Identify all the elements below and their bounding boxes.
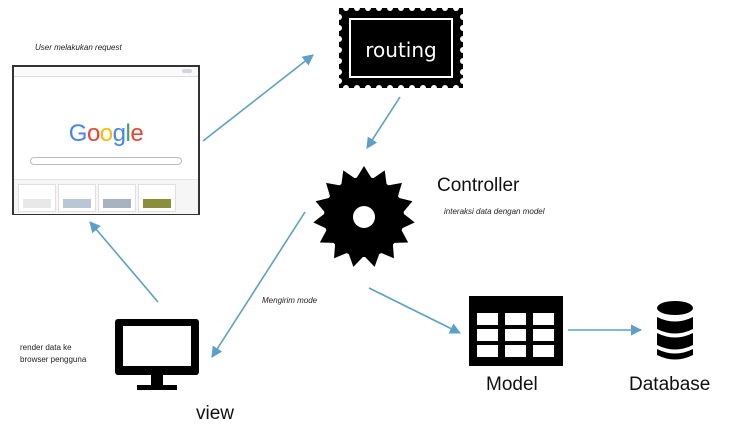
logo-letter: o [86, 120, 100, 147]
arrow-controller-to-view [211, 211, 306, 358]
render-note-line2: browser pengguna [20, 355, 87, 364]
arrow-controller-to-model [368, 287, 462, 334]
table-icon [469, 296, 563, 366]
arrow-routing-to-controller [366, 96, 401, 149]
gear-icon [313, 166, 415, 267]
logo-letter: G [68, 120, 88, 147]
monitor-icon [115, 319, 199, 390]
account-icon [182, 69, 192, 73]
logo-letter: o [99, 120, 113, 147]
logo-letter: l [125, 120, 131, 147]
thumbnail [18, 184, 56, 212]
database-label: Database [629, 374, 711, 395]
thumbnail [138, 184, 176, 212]
arrow-browser-to-routing [202, 54, 314, 142]
view-label: view [196, 403, 235, 424]
google-logo: Google [14, 120, 198, 148]
thumbnail [58, 184, 96, 212]
routing-node: routing [336, 5, 466, 91]
controller-note: interaksi data dengan model [444, 207, 545, 216]
routing-label: routing [365, 38, 437, 62]
user-request-note: User melakukan request [35, 43, 122, 52]
stamp-icon [336, 5, 466, 91]
browser-topbar [14, 67, 198, 77]
logo-letter: e [130, 120, 144, 147]
model-label: Model [486, 374, 538, 395]
arrow-view-to-browser [89, 221, 159, 303]
logo-letter: g [112, 120, 126, 147]
send-mode-note: Mengirim mode [262, 296, 318, 305]
database-icon [657, 301, 693, 360]
browser-window: Google [12, 65, 200, 215]
controller-label: Controller [437, 175, 520, 196]
thumbnail [98, 184, 136, 212]
render-note-line1: render data ke [20, 343, 72, 352]
search-bar [30, 157, 182, 165]
thumbnail-strip [14, 179, 198, 214]
